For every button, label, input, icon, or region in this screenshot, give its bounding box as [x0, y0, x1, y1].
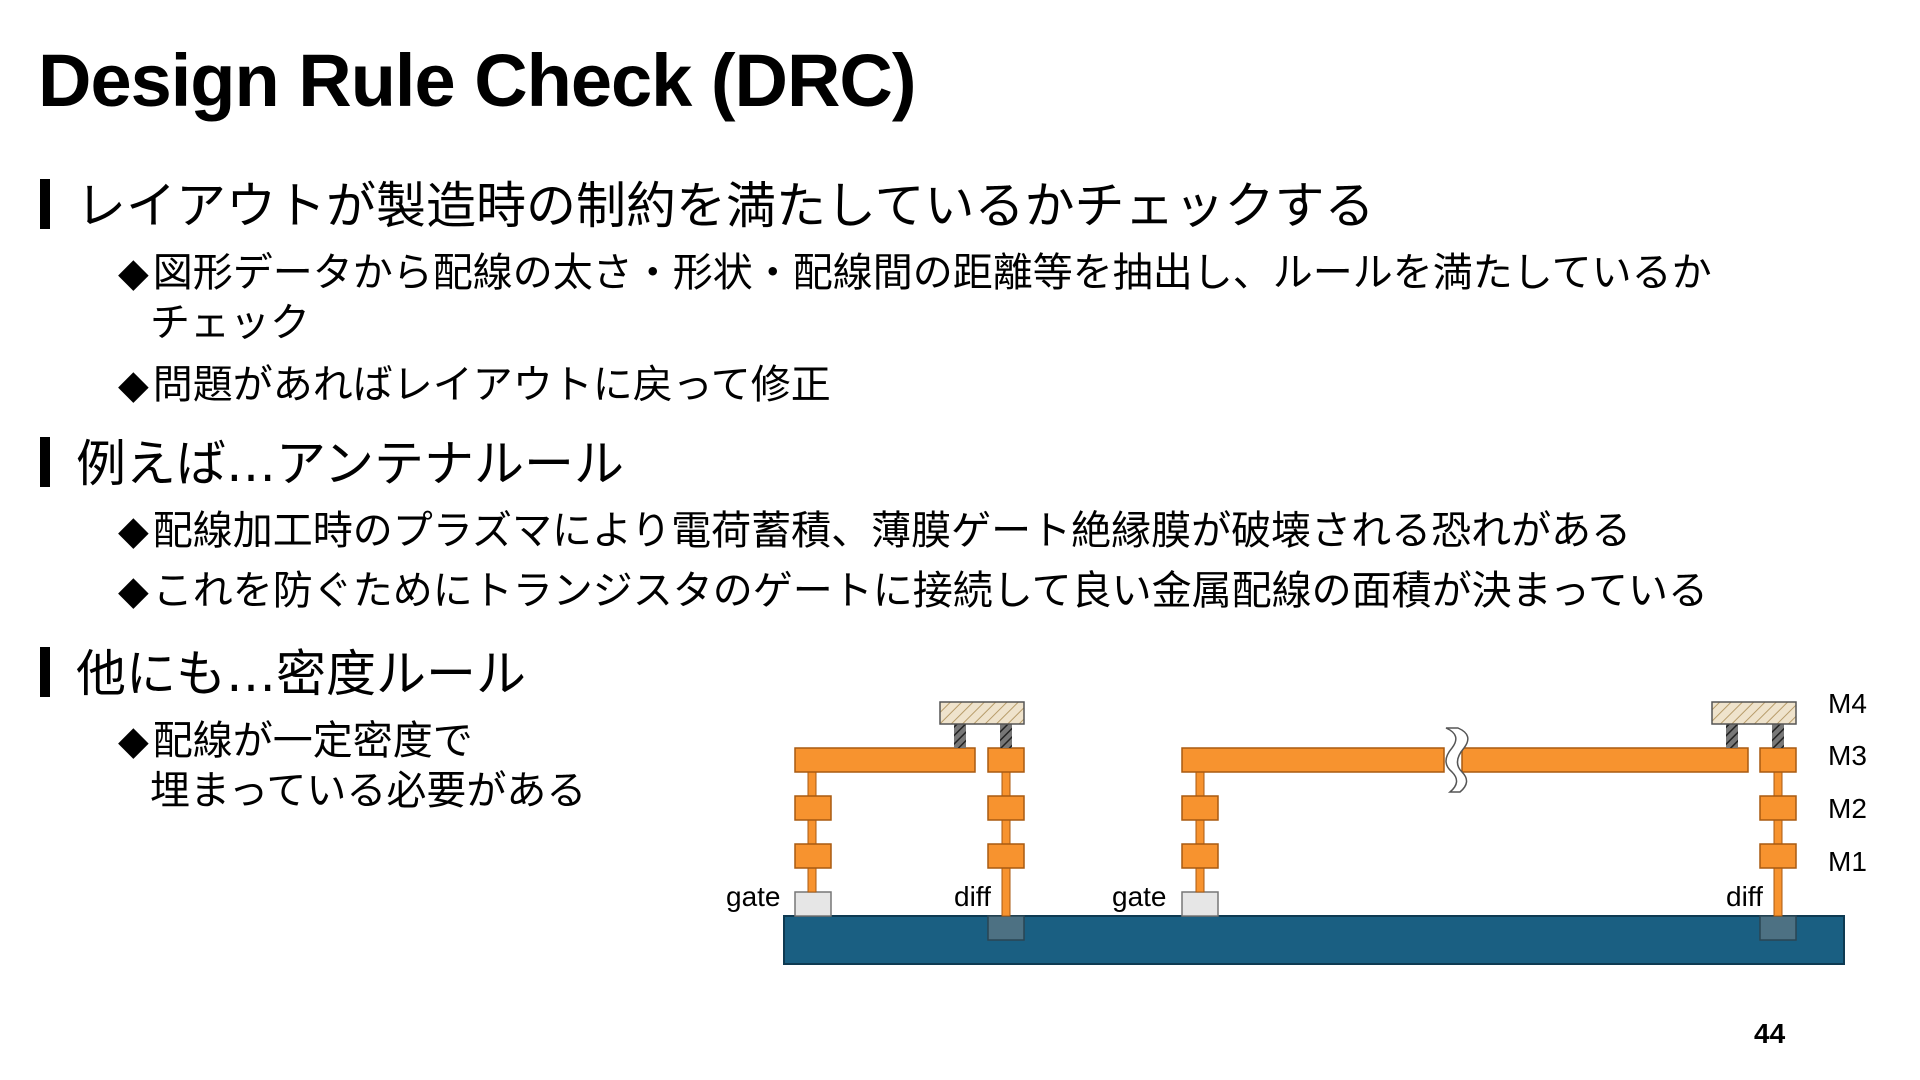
m2-pad [794, 795, 832, 821]
bullet-1-text: レイアウトが製造時の制約を満たしているかチェックする [76, 177, 1375, 235]
layer-label-m3: M3 [1828, 740, 1867, 771]
via-wire [807, 771, 817, 893]
diamond-icon: ◆ [118, 568, 149, 614]
layer-label-m1: M1 [1828, 846, 1867, 877]
diff-label-right: diff [1726, 881, 1763, 912]
via [1726, 724, 1738, 748]
m2-pad [1759, 795, 1797, 821]
slide-title: Design Rule Check (DRC) [38, 39, 916, 122]
m1-pad [987, 843, 1025, 869]
bullet-3-text: 他にも…密度ルール [76, 645, 526, 703]
page-number: 44 [1754, 1018, 1786, 1049]
bullet-3-sub-1: ◆配線が一定密度で 埋まっている必要がある [118, 716, 586, 816]
via [1000, 724, 1012, 748]
m3-long-wire-left [1181, 747, 1445, 773]
m2-pad [1181, 795, 1219, 821]
gate-label-right: gate [1112, 881, 1167, 912]
m3-wire [794, 747, 976, 773]
m3-long-wire-right [1461, 747, 1749, 773]
substrate [783, 915, 1845, 965]
bullet-1-sub-2: ◆問題があればレイアウトに戻って修正 [118, 360, 831, 410]
m1-pad [794, 843, 832, 869]
m4-block [1711, 701, 1797, 725]
gate-label-left: gate [726, 881, 781, 912]
diamond-icon: ◆ [118, 718, 149, 764]
bullet-2-sub-1: ◆配線加工時のプラズマにより電荷蓄積、薄膜ゲート絶縁膜が破壊される恐れがある [118, 506, 1631, 556]
m2-pad [987, 795, 1025, 821]
bullet-2-text: 例えば…アンテナルール [76, 435, 624, 493]
m1-pad [1759, 843, 1797, 869]
bullet-3-sub-1-line2: 埋まっている必要がある [150, 768, 587, 814]
layer-label-m4: M4 [1828, 688, 1867, 719]
bullet-3: 他にも…密度ルール [40, 644, 526, 704]
via [954, 724, 966, 748]
bullet-2: 例えば…アンテナルール [40, 434, 624, 494]
bullet-1-sub-1-line2: チェック [150, 300, 310, 346]
m4-block [939, 701, 1025, 725]
bullet-2-sub-2: ◆これを防ぐためにトランジスタのゲートに接続して良い金属配線の面積が決まっている [118, 566, 1708, 616]
via-wire [1195, 771, 1205, 893]
m3-pad [1759, 747, 1797, 773]
bullet-bar-icon [40, 437, 50, 487]
bullet-1: レイアウトが製造時の制約を満たしているかチェックする [40, 176, 1375, 236]
diff-label-left: diff [954, 881, 991, 912]
bullet-bar-icon [40, 647, 50, 697]
gate-block [794, 891, 832, 917]
bullet-1-sub-1: ◆図形データから配線の太さ・形状・配線間の距離等を抽出し、ルールを満たしているか… [118, 248, 1712, 348]
bullet-1-sub-1-line1: 図形データから配線の太さ・形状・配線間の距離等を抽出し、ルールを満たしているか [152, 250, 1712, 296]
bullet-2-sub-1-line1: 配線加工時のプラズマにより電荷蓄積、薄膜ゲート絶縁膜が破壊される恐れがある [152, 508, 1632, 554]
diamond-icon: ◆ [118, 250, 149, 296]
m3-pad [987, 747, 1025, 773]
diff-block [987, 915, 1025, 941]
bullet-2-sub-2-line1: これを防ぐためにトランジスタのゲートに接続して良い金属配線の面積が決まっている [152, 568, 1708, 614]
diamond-icon: ◆ [118, 362, 149, 408]
gate-block [1181, 891, 1219, 917]
via [1772, 724, 1784, 748]
diff-block [1759, 915, 1797, 941]
m1-pad [1181, 843, 1219, 869]
bullet-3-sub-1-line1: 配線が一定密度で [152, 718, 473, 764]
bullet-bar-icon [40, 179, 50, 229]
bullet-1-sub-2-line1: 問題があればレイアウトに戻って修正 [152, 362, 831, 408]
break-mark-icon [1445, 727, 1469, 793]
layer-label-m2: M2 [1828, 793, 1867, 824]
diamond-icon: ◆ [118, 508, 149, 554]
